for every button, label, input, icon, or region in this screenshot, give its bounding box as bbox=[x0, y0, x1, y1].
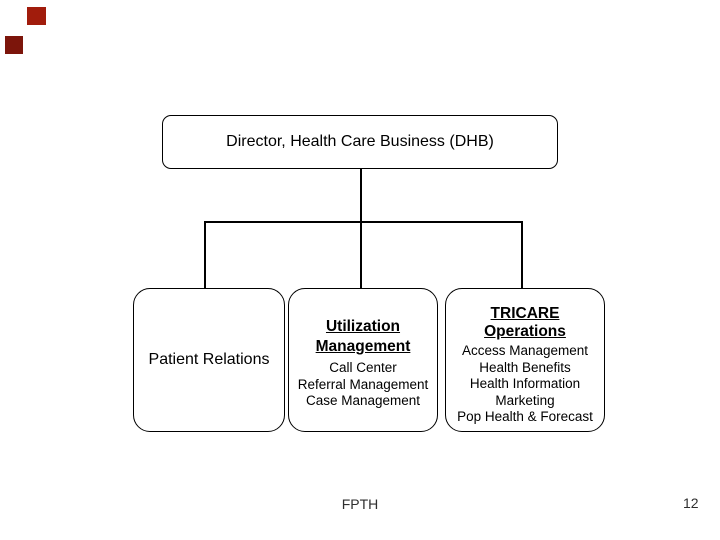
list-item: Call Center bbox=[329, 360, 397, 375]
org-node-director: Director, Health Care Business (DHB) bbox=[162, 115, 558, 169]
utilization-management-title-line1: Utilization bbox=[325, 318, 401, 335]
utilization-management-items: Call Center Referral Management Case Man… bbox=[289, 360, 437, 410]
list-item: Health Information bbox=[469, 376, 581, 391]
tricare-operations-title-line1: TRICARE bbox=[490, 305, 560, 322]
template-red-square-bottom bbox=[5, 36, 23, 54]
list-item: Pop Health & Forecast bbox=[457, 409, 593, 424]
footer-label: FPTH bbox=[341, 496, 379, 512]
org-node-patient-relations: Patient Relations bbox=[133, 288, 285, 432]
patient-relations-label: Patient Relations bbox=[148, 351, 270, 368]
utilization-management-title-line2: Management bbox=[315, 338, 411, 355]
connector-horizontal bbox=[204, 221, 522, 223]
connector-root-stub bbox=[360, 169, 362, 222]
tricare-operations-title: TRICARE Operations bbox=[446, 305, 604, 341]
connector-drop-tricare-operations bbox=[521, 221, 523, 288]
connector-drop-utilization-management bbox=[360, 221, 362, 288]
list-item: Access Management bbox=[461, 343, 589, 358]
list-item: Marketing bbox=[495, 392, 555, 408]
page-number: 12 bbox=[683, 495, 699, 511]
org-node-utilization-management: Utilization Management Call Center Refer… bbox=[288, 288, 438, 432]
tricare-operations-title-line2: Operations bbox=[484, 323, 566, 340]
list-item: Health Benefits bbox=[479, 359, 571, 375]
list-item: Referral Management bbox=[297, 376, 429, 392]
org-node-tricare-operations: TRICARE Operations Access Management Hea… bbox=[445, 288, 605, 432]
list-item: Case Management bbox=[305, 393, 421, 408]
org-node-director-label: Director, Health Care Business (DHB) bbox=[226, 133, 494, 150]
tricare-operations-items: Access Management Health Benefits Health… bbox=[446, 343, 604, 426]
utilization-management-title: Utilization Management bbox=[289, 317, 437, 357]
template-red-square-top bbox=[27, 7, 46, 25]
connector-drop-patient-relations bbox=[204, 221, 206, 288]
